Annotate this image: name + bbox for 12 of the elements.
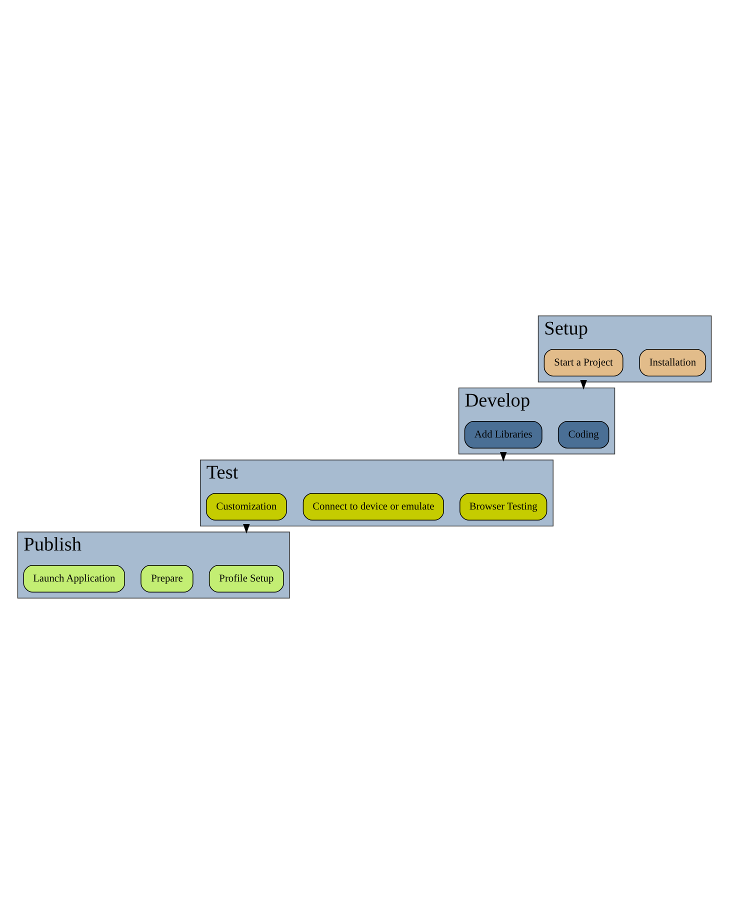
node-box: Installation (639, 348, 706, 376)
node-box: Coding (558, 420, 610, 448)
node-box: Launch Application (23, 564, 126, 592)
node-box: Start a Project (544, 348, 624, 376)
node-box: Browser Testing (460, 492, 548, 520)
node-box: Profile Setup (208, 564, 284, 592)
node-box: Connect to device or emulate (302, 492, 444, 520)
node-box: Prepare (140, 564, 194, 592)
arrow (580, 379, 587, 390)
arrow (500, 451, 507, 462)
node-box: Add Libraries (464, 420, 542, 448)
node-box: Customization (206, 492, 287, 520)
